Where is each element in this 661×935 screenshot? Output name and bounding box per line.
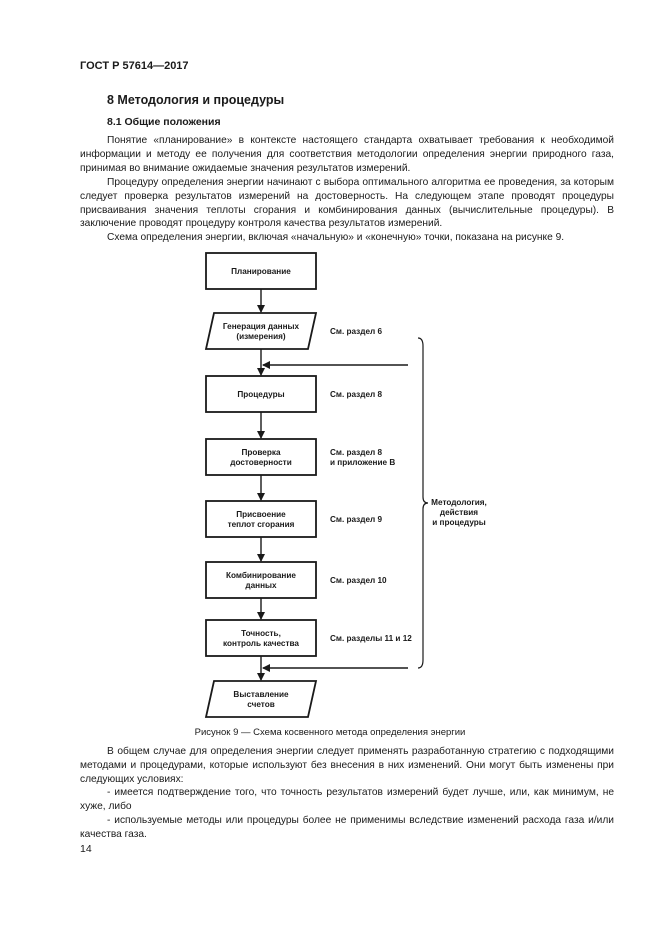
step-label-5: Комбинирование [226,570,296,580]
section-title: 8 Методология и процедуры [107,93,285,107]
step-ref-4: См. раздел 9 [330,515,382,524]
step-ref-6: См. разделы 11 и 12 [330,634,412,643]
step-label-4: Присвоение [236,510,286,519]
step-ref-3: и приложение В [330,458,395,467]
step-label-1: Генерация данных [223,322,300,331]
step-box-0 [205,252,317,290]
step-label-6: Точность, [241,629,281,638]
paragraph-2: Процедуру определения энергии начинают с… [80,177,614,230]
step-label-7: Выставление [233,690,289,699]
bracket [417,337,429,669]
subsection-title: 8.1 Общие положения [107,116,221,128]
step-label-1: (измерения) [236,332,286,341]
document-id: ГОСТ Р 57614—2017 [80,60,189,72]
bracket-label: Методология, [431,498,487,507]
step-box-6 [205,619,317,657]
step-label-3: достоверности [230,458,291,467]
step-label-5: данных [245,581,277,590]
step-box-7 [204,680,318,718]
step-box-3 [205,438,317,476]
step-ref-3: См. раздел 8 [330,448,382,457]
step-label-0: Планирование [231,267,291,276]
step-ref-1: См. раздел 6 [330,327,382,336]
step-ref-5: См. раздел 10 [330,576,387,585]
step-box-4 [205,500,317,538]
bracket-label: и процедуры [432,518,486,527]
paragraph-1: Понятие «планирование» в контексте насто… [80,135,614,174]
paragraph-4: В общем случае для определения энергии с… [80,746,614,785]
step-label-3: Проверка [241,448,280,457]
paragraph-3: Схема определения энергии, включая «нача… [107,232,565,243]
list-item-1: - имеется подтверждение того, что точнос… [80,787,614,812]
step-ref-2: См. раздел 8 [330,390,382,399]
step-label-2: Процедуры [237,390,284,399]
list-item-2: - используемые методы или процедуры боле… [80,815,614,840]
figure-caption: Рисунок 9 — Схема косвенного метода опре… [194,727,466,738]
step-box-1 [204,312,318,350]
step-label-6: контроль качества [223,639,299,648]
bracket-label: действия [440,508,478,517]
page-number: 14 [80,843,92,855]
step-label-4: теплот сгорания [228,520,295,529]
step-box-5 [205,561,317,599]
step-label-7: счетов [247,700,274,709]
